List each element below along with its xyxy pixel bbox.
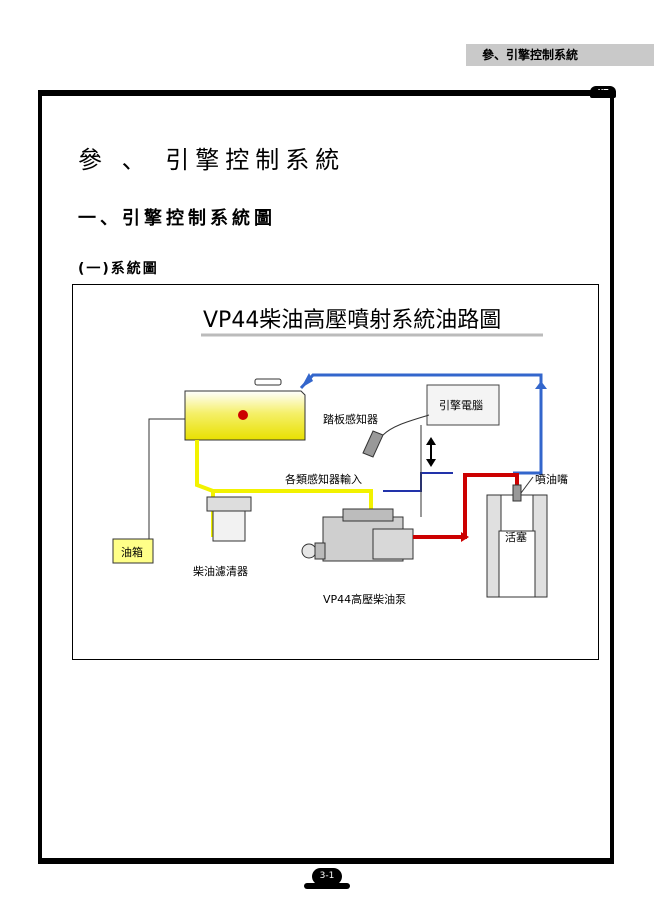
ecu-box <box>426 384 500 426</box>
page-badge-strip <box>304 883 350 889</box>
diagram-title: VP44柴油高壓噴射系統油路圖 <box>203 308 501 333</box>
frame-right-border <box>610 90 614 864</box>
fuel-tank-label: 油箱 <box>121 545 143 559</box>
page-title: 參 、 引擎控制系統 <box>78 146 346 174</box>
tank-connector-line <box>148 418 185 539</box>
signal-arrow-up-icon <box>426 437 436 445</box>
chapter-header-tab: 參、引擎控制系統 <box>466 44 654 66</box>
pump-label: VP44高壓柴油泵 <box>323 592 406 606</box>
injector-pointer <box>520 476 534 494</box>
page-number-badge: 3-1 <box>304 868 350 892</box>
frame-top-border <box>38 90 614 96</box>
sensor-inputs-label: 各類感知器輸入 <box>285 472 362 486</box>
diagram-svg: VP44柴油高壓噴射系統油路圖 油箱 柴油濾清器 引擎電腦 踏板感知器 <box>112 308 568 606</box>
fuel-tank-cap <box>254 378 282 386</box>
cylinder <box>486 484 548 598</box>
tank-level-dot <box>238 410 248 420</box>
high-pressure-line <box>413 473 519 539</box>
injector-label: 噴油嘴 <box>535 472 568 486</box>
frame-bottom-border <box>38 858 614 864</box>
section-heading: 一、引擎控制系統圖 <box>78 208 276 229</box>
system-diagram: VP44柴油高壓噴射系統油路圖 油箱 柴油濾清器 引擎電腦 踏板感知器 <box>72 284 599 660</box>
filter-head <box>206 496 252 512</box>
page-number: 3-1 <box>312 868 342 885</box>
sensor-signal-line <box>383 472 453 492</box>
return-arrowhead <box>301 373 313 388</box>
frame-left-border <box>38 90 42 864</box>
pedal-sensor-label: 踏板感知器 <box>323 412 378 426</box>
pedal-wire <box>382 414 430 436</box>
fuel-filter-label: 柴油濾清器 <box>193 564 248 578</box>
high-pressure-arrow-icon <box>461 532 469 542</box>
page-frame <box>38 90 614 864</box>
signal-arrow-down-icon <box>426 459 436 467</box>
filter-bowl <box>212 510 246 542</box>
pedal-icon <box>362 430 384 458</box>
ecu-label: 引擎電腦 <box>439 398 483 412</box>
fuel-box <box>112 538 154 564</box>
vp44-pump <box>301 508 414 562</box>
piston-label: 活塞 <box>505 530 527 544</box>
subsection-heading: (一)系統圖 <box>78 261 159 277</box>
return-arrowhead-right <box>535 381 547 389</box>
